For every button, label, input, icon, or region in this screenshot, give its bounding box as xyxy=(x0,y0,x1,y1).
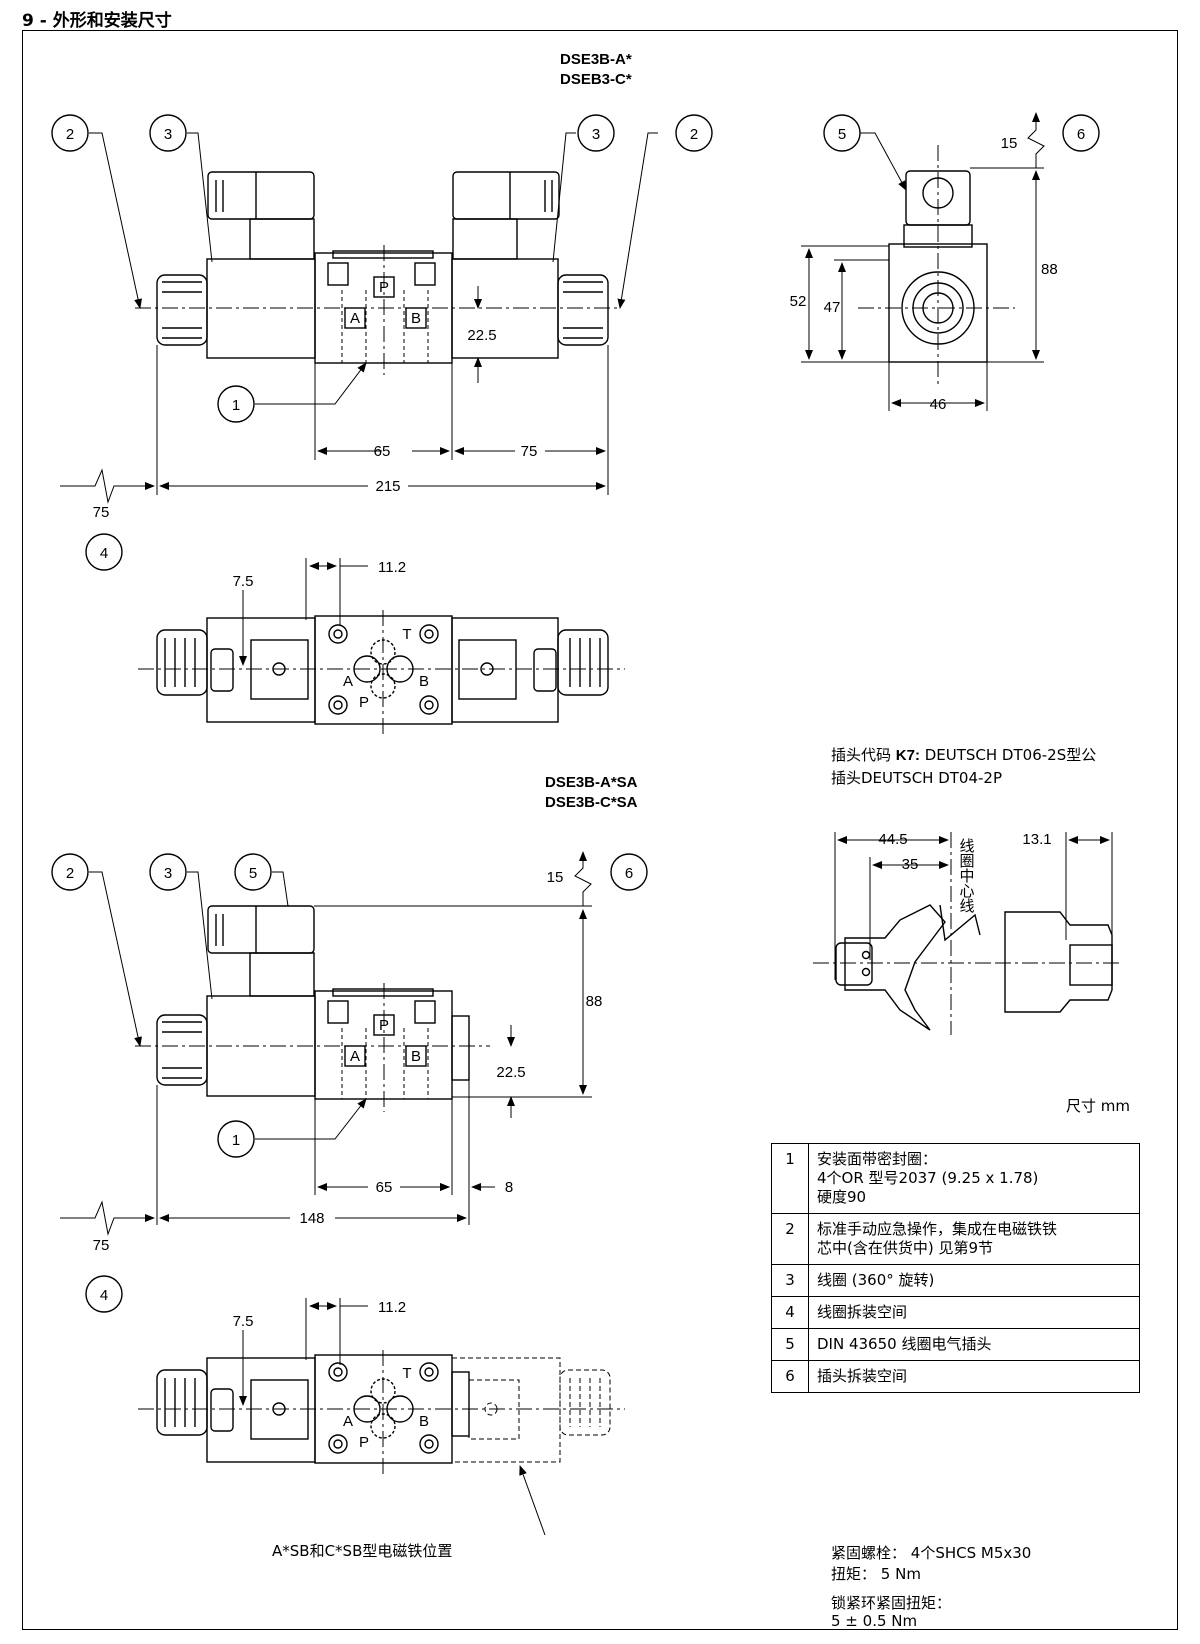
dim-7-5: 7.5 xyxy=(233,573,254,590)
plan-port-p-bottom: P xyxy=(359,1434,369,1451)
dim-13-1: 13.1 xyxy=(1022,831,1051,848)
fastening-torque: 扭矩： 5 Nm xyxy=(831,1565,921,1583)
callout-1: 1 xyxy=(232,397,240,414)
legend-num: 6 xyxy=(771,1360,809,1393)
callout-2-bottom: 2 xyxy=(66,865,74,882)
legend-text: 安装面带密封圈：4个OR 型号2037 (9.25 x 1.78)硬度90 xyxy=(808,1143,1140,1214)
legend-num: 5 xyxy=(771,1328,809,1361)
units-label: 尺寸 mm xyxy=(1066,1097,1130,1115)
callout-3b: 3 xyxy=(592,126,600,143)
model-bottom-2: DSE3B-C*SA xyxy=(545,794,638,811)
legend-row: 1 安装面带密封圈：4个OR 型号2037 (9.25 x 1.78)硬度90 xyxy=(771,1143,1140,1214)
dim-11-2-bottom: 11.2 xyxy=(378,1299,406,1316)
plan-view-single xyxy=(138,1298,625,1536)
connector-code-line1: 插头代码 K7: DEUTSCH DT06-2S型公 xyxy=(831,746,1097,764)
legend-num: 4 xyxy=(771,1296,809,1329)
port-p: P xyxy=(379,279,389,296)
callout-6-bottom: 6 xyxy=(625,865,633,882)
model-bottom-1: DSE3B-A*SA xyxy=(545,774,638,791)
dim-8: 8 xyxy=(505,1179,513,1196)
callout-3: 3 xyxy=(164,126,172,143)
plan-port-a-bottom: A xyxy=(343,1413,353,1430)
legend-row: 6 插头拆装空间 xyxy=(771,1360,1140,1393)
coil-center-label: 线圈中心线 xyxy=(958,838,975,913)
connector-code-line2: 插头DEUTSCH DT04-2P xyxy=(831,769,1003,787)
bottom-view-labels: DSE3B-A*SA DSE3B-C*SA 2 3 5 6 1 4 15 88 … xyxy=(66,774,638,1451)
plan-port-t: T xyxy=(402,626,411,643)
dim-75-offset-bottom: 75 xyxy=(93,1237,110,1254)
legend-text: 标准手动应急操作，集成在电磁铁铁芯中(含在供货中) 见第9节 xyxy=(808,1213,1140,1265)
callout-4-bottom: 4 xyxy=(100,1287,108,1304)
dim-75: 75 xyxy=(521,443,538,460)
dim-88-bottom: 88 xyxy=(586,993,603,1010)
locknut-label: 锁紧环紧固扭矩： xyxy=(831,1594,952,1612)
dim-52: 52 xyxy=(790,293,807,310)
dim-215: 215 xyxy=(375,478,400,495)
callout-5: 5 xyxy=(838,126,846,143)
dim-148: 148 xyxy=(299,1210,324,1227)
dim-88: 88 xyxy=(1041,261,1058,278)
legend-num: 2 xyxy=(771,1213,809,1265)
connector-k7-view xyxy=(813,832,1120,1035)
dim-15-bottom: 15 xyxy=(547,869,564,886)
dim-65: 65 xyxy=(374,443,391,460)
legend-row: 3 线圈 (360° 旋转) xyxy=(771,1264,1140,1297)
plan-view-double xyxy=(138,558,625,735)
plan-port-b-bottom: B xyxy=(419,1413,429,1430)
legend-text: 线圈 (360° 旋转) xyxy=(808,1264,1140,1297)
plan-port-p: P xyxy=(359,694,369,711)
locknut-value: 5 ± 0.5 Nm xyxy=(831,1612,918,1630)
legend-text: DIN 43650 线圈电气插头 xyxy=(808,1328,1140,1361)
legend-num: 3 xyxy=(771,1264,809,1297)
port-p-bottom: P xyxy=(379,1017,389,1034)
callout-4: 4 xyxy=(100,545,108,562)
callout-6: 6 xyxy=(1077,126,1085,143)
legend-table: 1 安装面带密封圈：4个OR 型号2037 (9.25 x 1.78)硬度90 … xyxy=(771,1143,1140,1393)
callout-5-bottom: 5 xyxy=(249,865,257,882)
dim-22-5: 22.5 xyxy=(467,327,496,344)
dim-65-bottom: 65 xyxy=(376,1179,393,1196)
dim-15: 15 xyxy=(1001,135,1018,152)
callout-2b: 2 xyxy=(690,126,698,143)
side-view-labels: 5 6 15 88 52 47 46 xyxy=(790,126,1086,413)
legend-row: 4 线圈拆装空间 xyxy=(771,1296,1140,1329)
side-view xyxy=(801,112,1100,411)
dim-7-5-bottom: 7.5 xyxy=(233,1313,254,1330)
dim-22-5-bottom: 22.5 xyxy=(496,1064,525,1081)
top-view-labels: DSE3B-A* DSEB3-C* 2 3 3 2 1 4 P A B 22.5… xyxy=(66,51,698,711)
port-a: A xyxy=(350,310,360,327)
legend-text: 插头拆装空间 xyxy=(808,1360,1140,1393)
callout-3-bottom: 3 xyxy=(164,865,172,882)
section-title: 9 - 外形和安装尺寸 xyxy=(22,11,172,31)
port-b: B xyxy=(411,310,421,327)
model-top-2: DSEB3-C* xyxy=(560,71,632,88)
drawing-frame xyxy=(22,30,1178,1630)
dim-47: 47 xyxy=(824,299,841,316)
connector-labels: 44.5 35 13.1 线圈中心线 xyxy=(878,831,1051,913)
model-top-1: DSE3B-A* xyxy=(560,51,632,68)
legend-num: 1 xyxy=(771,1143,809,1214)
port-a-bottom: A xyxy=(350,1048,360,1065)
callout-1-bottom: 1 xyxy=(232,1132,240,1149)
legend-text: 线圈拆装空间 xyxy=(808,1296,1140,1329)
dim-75-offset: 75 xyxy=(93,504,110,521)
legend-row: 2 标准手动应急操作，集成在电磁铁铁芯中(含在供货中) 见第9节 xyxy=(771,1213,1140,1265)
dim-11-2: 11.2 xyxy=(378,559,406,576)
fastening-bolts: 紧固螺栓： 4个SHCS M5x30 xyxy=(831,1544,1032,1562)
port-b-bottom: B xyxy=(411,1048,421,1065)
dim-46: 46 xyxy=(930,396,947,413)
front-view-single-solenoid xyxy=(51,851,648,1313)
callout-2: 2 xyxy=(66,126,74,143)
legend-row: 5 DIN 43650 线圈电气插头 xyxy=(771,1328,1140,1361)
solenoid-position-note: A*SB和C*SB型电磁铁位置 xyxy=(272,1542,453,1560)
dim-44-5: 44.5 xyxy=(878,831,907,848)
dim-35: 35 xyxy=(902,856,919,873)
plan-port-t-bottom: T xyxy=(402,1365,411,1382)
plan-port-a: A xyxy=(343,673,353,690)
front-view-double-solenoid xyxy=(51,114,713,571)
plan-port-b: B xyxy=(419,673,429,690)
